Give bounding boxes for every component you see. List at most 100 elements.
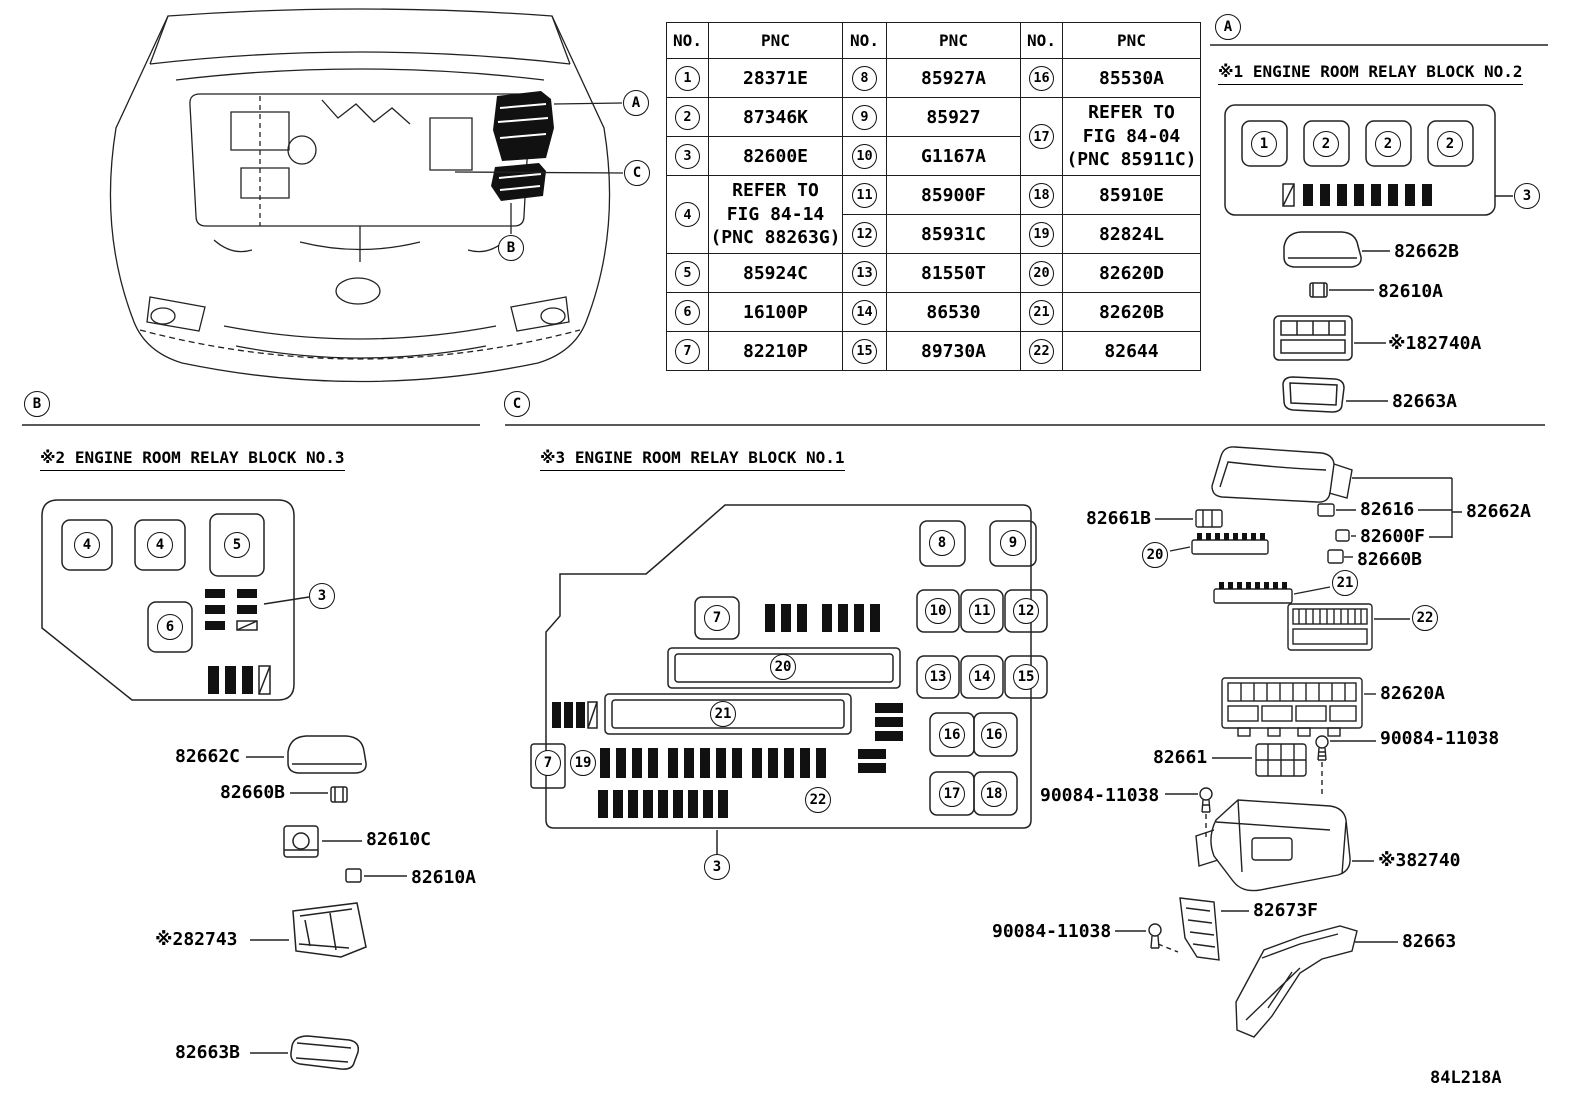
no-cell-10: 10: [842, 136, 887, 176]
car-illustration: [109, 8, 624, 383]
callout-15: 15: [852, 338, 877, 364]
section-b-title: ※2 ENGINE ROOM RELAY BLOCK NO.3: [40, 448, 345, 471]
part-label-82610A: 82610A: [1378, 281, 1444, 302]
part-label-82661: 82661: [1153, 747, 1208, 768]
screw-90084-mid: [1199, 787, 1213, 801]
figure-code: 84L218A: [1430, 1068, 1502, 1088]
pnc-cell-16: 85530A: [1062, 58, 1201, 98]
callout-14: 14: [852, 299, 877, 325]
section-c-letter: C: [504, 391, 530, 417]
col-header-pnc: PNC: [708, 22, 843, 59]
part-label-90084-11038: 90084-11038: [992, 921, 1112, 942]
cover-82663A: [1282, 376, 1345, 413]
callout-3-blockB: 3: [309, 583, 335, 609]
relay-block-highlight-upper: [493, 91, 554, 161]
section-a-title: ※1 ENGINE ROOM RELAY BLOCK NO.2: [1218, 62, 1523, 85]
screw-90084-top: [1315, 735, 1329, 749]
part-label-82610A: 82610A: [411, 867, 477, 888]
no-cell-12: 12: [842, 214, 887, 254]
callout-b-car: B: [498, 235, 524, 261]
part-label-90084-11038: 90084-11038: [1380, 728, 1500, 749]
callout-4: 4: [675, 202, 700, 227]
part-label-90084-11038: 90084-11038: [1040, 785, 1160, 806]
callout-20-part: 20: [1142, 542, 1168, 568]
leader-to-callout-c: [454, 171, 624, 174]
strip-part-21: [1213, 588, 1293, 604]
part-label-82663A: 82663A: [1392, 391, 1458, 412]
col-header-pnc: PNC: [1062, 22, 1201, 59]
part-label-82663B: 82663B: [175, 1042, 241, 1063]
col-header-no: NO.: [666, 22, 709, 59]
part-label-82740A: ※182740A: [1388, 333, 1482, 354]
no-cell-14: 14: [842, 292, 887, 332]
no-cell-22: 22: [1020, 331, 1063, 371]
clip-82660B-c: [1327, 549, 1344, 564]
no-cell-2: 2: [666, 97, 709, 137]
no-cell-5: 5: [666, 253, 709, 293]
callout-2: 2: [675, 104, 700, 130]
callout-8-blockC: 8: [929, 530, 955, 556]
pnc-cell-21: 82620B: [1062, 292, 1201, 332]
callout-a-car: A: [623, 90, 649, 116]
no-cell-9: 9: [842, 97, 887, 137]
part-label-82663: 82663: [1402, 931, 1457, 952]
callout-22-blockC: 22: [805, 787, 831, 813]
fuse-82600F: [1335, 529, 1350, 542]
callout-17: 17: [1029, 124, 1054, 149]
cover-82662A: [1211, 446, 1335, 503]
callout-7: 7: [675, 338, 700, 364]
part-label-82662B: 82662B: [1394, 241, 1460, 262]
pnc-cell-11: 85900F: [886, 175, 1021, 215]
part-label-82616: 82616: [1360, 499, 1415, 520]
callout-13: 13: [852, 260, 877, 286]
part-label-82673F: 82673F: [1253, 900, 1319, 921]
pnc-cell-5: 85924C: [708, 253, 843, 293]
screw-90084-bottom: [1148, 923, 1162, 937]
callout-9: 9: [852, 104, 877, 130]
no-cell-15: 15: [842, 331, 887, 371]
callout-22-part: 22: [1412, 605, 1438, 631]
clip-82660B: [330, 786, 348, 803]
callout-17-blockC: 17: [939, 781, 965, 807]
callout-4-blockB: 4: [147, 532, 173, 558]
callout-13-blockC: 13: [925, 664, 951, 690]
callout-6-blockB: 6: [157, 614, 183, 640]
pnc-cell-22: 82644: [1062, 331, 1201, 371]
pnc-cell-15: 89730A: [886, 331, 1021, 371]
callout-22: 22: [1029, 338, 1054, 364]
cover-82662B: [1283, 231, 1362, 268]
relay-block-highlight-lower: [491, 163, 546, 201]
callout-2-blockA: 2: [1313, 131, 1339, 157]
callout-3: 3: [675, 143, 700, 169]
callout-5: 5: [675, 260, 700, 286]
callout-1: 1: [675, 65, 700, 91]
col-header-no: NO.: [1020, 22, 1063, 59]
cover-82662C: [287, 735, 367, 774]
pnc-cell-18: 85910E: [1062, 175, 1201, 215]
bracket-82673F: [1179, 897, 1220, 961]
callout-9-blockC: 9: [1000, 530, 1026, 556]
relay-block-no3-outline: [41, 499, 295, 701]
pnc-cell-14: 86530: [886, 292, 1021, 332]
callout-12: 12: [852, 221, 877, 247]
no-cell-18: 18: [1020, 175, 1063, 215]
part-label-82660B: 82660B: [220, 782, 286, 803]
pnc-cell-1: 28371E: [708, 58, 843, 98]
pnc-cell-12: 85931C: [886, 214, 1021, 254]
no-cell-20: 20: [1020, 253, 1063, 293]
callout-16: 16: [1029, 65, 1054, 91]
callout-3-blockC: 3: [704, 854, 730, 880]
callout-1-blockA: 1: [1251, 131, 1277, 157]
col-header-no: NO.: [842, 22, 887, 59]
callout-8: 8: [852, 65, 877, 91]
clip-82610A-b: [345, 868, 362, 883]
callout-2-blockA: 2: [1437, 131, 1463, 157]
relay-block-a-art: [1210, 44, 1548, 413]
section-a-letter: A: [1215, 14, 1241, 40]
fuse-82616: [1317, 503, 1335, 517]
clip-82610A: [1309, 282, 1328, 298]
pnc-cell-4: REFER TO FIG 84-14 (PNC 88263G): [708, 175, 843, 254]
callout-c-car: C: [624, 160, 650, 186]
callout-16-blockC: 16: [981, 722, 1007, 748]
callout-11-blockC: 11: [969, 598, 995, 624]
